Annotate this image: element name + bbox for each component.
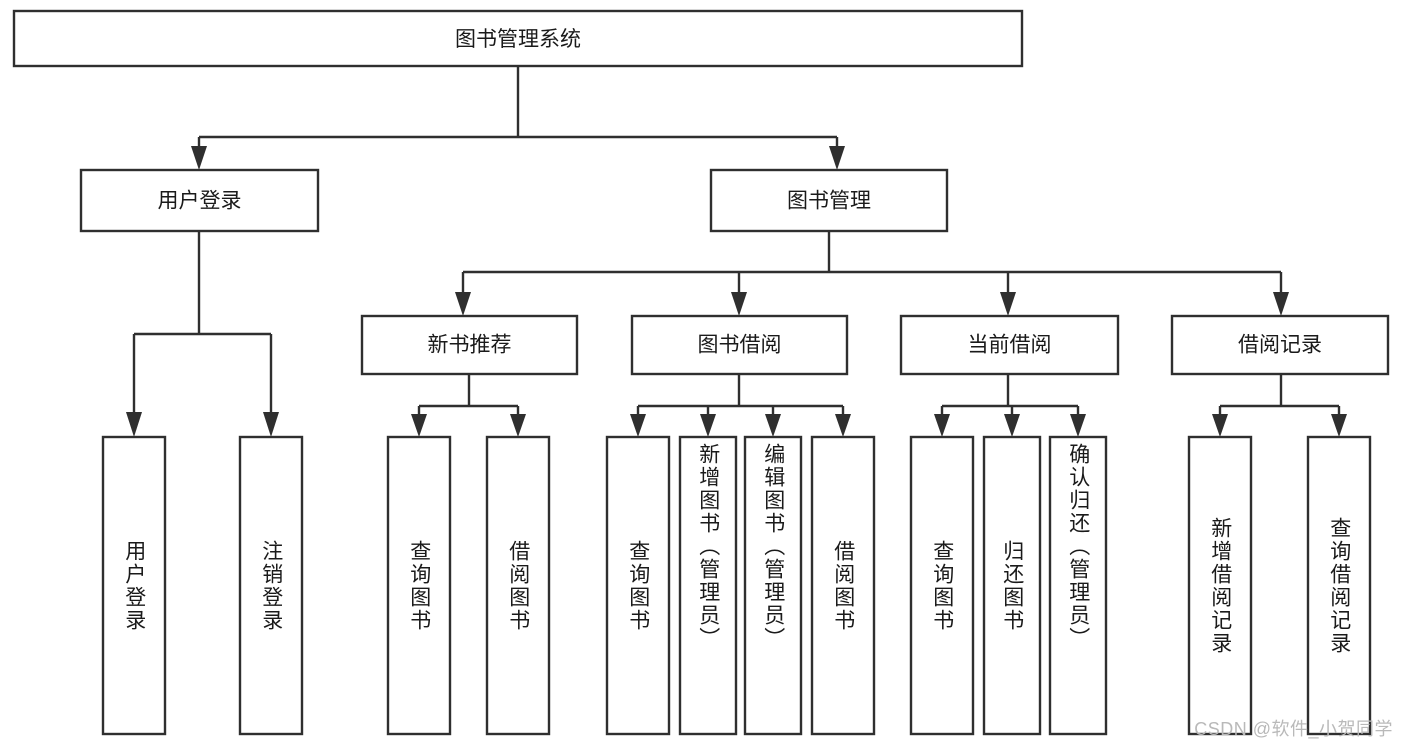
node-new-book-recommend-label: 新书推荐 [428,334,512,357]
arrow-head-leaf-logout [263,412,279,437]
arrow-head-current-borrow [1000,292,1016,316]
arrow-head-borrow-record [1273,292,1289,316]
node-book-manage-label: 图书管理 [787,190,871,213]
arrow-head-leaf-add-record [1212,414,1228,437]
node-new-book-recommend-box[interactable] [360,314,579,376]
node-book-borrow-box[interactable] [630,314,849,376]
node-book-borrow[interactable]: 图书借阅 [630,314,849,376]
arrow-head-leaf-query-record [1331,414,1347,437]
node-root-box[interactable] [12,9,1024,68]
arrow-head-leaf-query-book-1 [411,414,427,437]
node-user-login[interactable]: 用户登录 [79,168,320,233]
leaf-box-query-book-2[interactable] [605,435,671,736]
node-book-manage-box[interactable] [709,168,949,233]
node-book-manage[interactable]: 图书管理 [709,168,949,233]
leaf-box-borrow-book-1[interactable] [485,435,551,736]
leaf-box-query-record[interactable] [1306,435,1372,736]
node-new-book-recommend[interactable]: 新书推荐 [360,314,579,376]
csdn-watermark: CSDN @软件_小贺同学 [1194,719,1393,739]
node-root-label: 图书管理系统 [455,28,581,51]
leaf-box-edit-book[interactable] [743,435,803,736]
leaf-box-logout[interactable] [238,435,304,736]
node-root[interactable]: 图书管理系统 [12,9,1024,68]
node-user-login-box[interactable] [79,168,320,233]
leaf-box-add-record[interactable] [1187,435,1253,736]
leaf-boxes [101,435,1372,736]
arrow-head-leaf-confirm-return [1070,414,1086,437]
arrow-head-leaf-add-book [700,414,716,437]
arrow-head-book-manage [829,146,845,170]
connector-group-book-manage-to-level3 [455,231,1289,316]
arrow-head-leaf-user-login [126,412,142,437]
node-user-login-label: 用户登录 [158,190,242,213]
leaf-box-user-login[interactable] [101,435,167,736]
connector-group-root-to-level2 [191,66,845,170]
node-current-borrow-box[interactable] [899,314,1120,376]
arrow-head-leaf-borrow-book-1 [510,414,526,437]
connector-group-borrow-record-to-leaves [1212,374,1347,437]
leaf-box-add-book[interactable] [678,435,738,736]
connector-group-current-borrow-to-leaves [934,374,1086,437]
arrow-head-leaf-return-book [1004,414,1020,437]
node-book-borrow-label: 图书借阅 [698,334,782,357]
arrow-head-user-login [191,146,207,170]
arrow-head-leaf-query-book-3 [934,414,950,437]
node-current-borrow[interactable]: 当前借阅 [899,314,1120,376]
leaf-box-query-book-1[interactable] [386,435,452,736]
arrow-head-book-borrow [731,292,747,316]
connector-group-user-login-to-leaves [126,231,279,437]
leaf-box-query-book-3[interactable] [909,435,975,736]
leaf-box-return-book[interactable] [982,435,1042,736]
arrow-head-leaf-borrow-book-2 [835,414,851,437]
connector-group-new-book-recommend-to-leaves [411,374,526,437]
node-borrow-record-label: 借阅记录 [1238,334,1322,357]
connector-group-book-borrow-to-leaves [630,374,851,437]
leaf-box-borrow-book-2[interactable] [810,435,876,736]
node-current-borrow-label: 当前借阅 [968,334,1052,357]
node-borrow-record-box[interactable] [1170,314,1390,376]
arrow-head-leaf-query-book-2 [630,414,646,437]
node-borrow-record[interactable]: 借阅记录 [1170,314,1390,376]
arrow-head-leaf-edit-book [765,414,781,437]
leaf-box-confirm-return[interactable] [1048,435,1108,736]
arrow-head-new-book-recommend [455,292,471,316]
